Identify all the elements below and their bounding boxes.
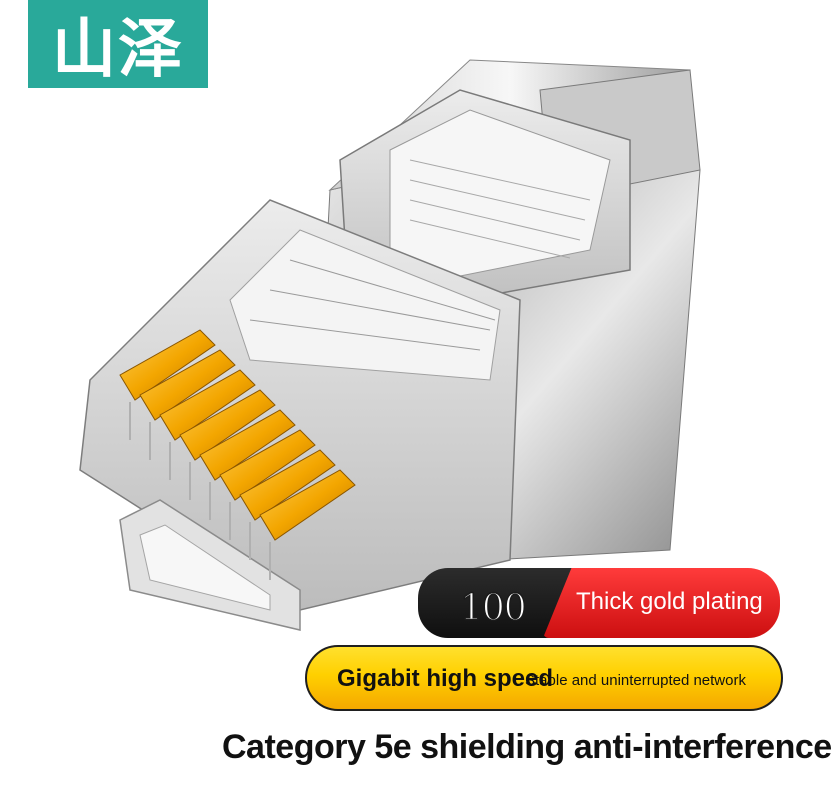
gold-plating-banner: 100 Thick gold plating <box>418 568 780 638</box>
gold-plating-label: Thick gold plating <box>576 588 763 615</box>
gold-plating-badge-background <box>543 568 780 638</box>
brand-logo: 山泽 <box>28 0 208 88</box>
stable-network-label: Stable and uninterrupted network <box>525 672 746 689</box>
gigabit-speed-label: Gigabit high speed <box>337 665 554 692</box>
count-badge: 100 <box>459 587 527 630</box>
rj45-connector-image <box>79 59 701 631</box>
product-caption: Category 5e shielding anti-interference <box>222 728 832 766</box>
speed-banner: Gigabit high speed Stable and uninterrup… <box>305 645 783 711</box>
